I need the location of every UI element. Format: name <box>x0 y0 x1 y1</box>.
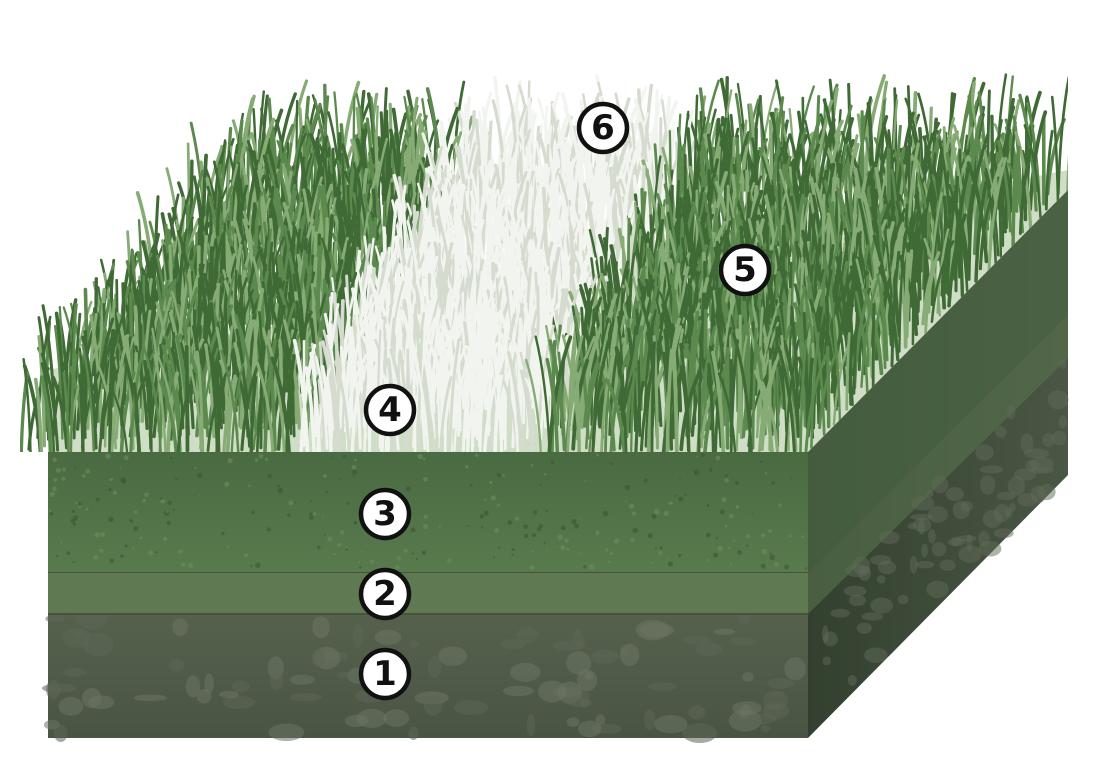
label-badge-5: 5 <box>721 246 769 294</box>
layer-2-base <box>48 572 808 614</box>
label-text-6: 6 <box>591 108 615 148</box>
label-badge-4: 4 <box>366 386 414 434</box>
label-text-2: 2 <box>373 574 397 614</box>
label-badge-2: 2 <box>361 570 409 618</box>
label-text-4: 4 <box>378 390 402 430</box>
label-badge-1: 1 <box>361 650 409 698</box>
label-text-5: 5 <box>733 250 757 290</box>
layer-1-soil <box>42 607 808 743</box>
layer-3-shock-pad <box>48 452 808 572</box>
label-badge-6: 6 <box>579 104 627 152</box>
label-text-3: 3 <box>373 494 397 534</box>
label-text-1: 1 <box>373 654 397 694</box>
label-badge-3: 3 <box>361 490 409 538</box>
